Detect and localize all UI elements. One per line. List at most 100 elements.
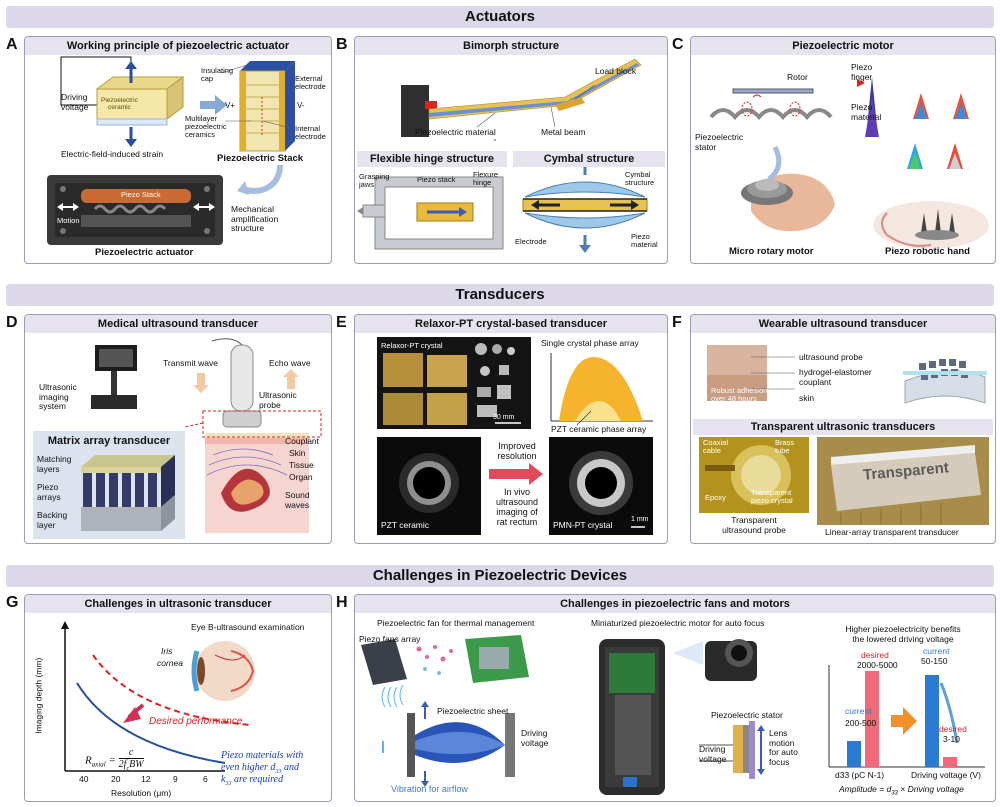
bar-d33-current: [847, 741, 861, 767]
sheet-label: Piezoelectric sheet: [437, 706, 509, 716]
voltage-desired-value: 3-10: [943, 734, 961, 744]
panel-letter: F: [672, 314, 682, 331]
linear-array-label: Linear-array transparent transducer: [825, 527, 959, 537]
panel-letter: D: [6, 314, 18, 331]
rotor-label: Rotor: [787, 72, 808, 82]
note-line-3: k33 are required: [221, 775, 283, 790]
brass-label: Brass tube: [775, 438, 795, 455]
panel-letter: B: [336, 36, 348, 53]
current-label: current: [845, 706, 872, 716]
y-axis-label: Imaging depth (mm): [33, 657, 44, 734]
benefit-label: Higher piezoelectricity benefits the low…: [845, 624, 961, 644]
transparent-crystal-label: Transparent piezo crystal: [751, 488, 793, 505]
bar-d33-desired: [865, 671, 879, 767]
formula-num: c: [118, 747, 144, 759]
panel-title: Challenges in ultrasonic transducer: [25, 595, 331, 613]
piezo-stack-label: Piezo stack: [417, 175, 456, 184]
desired-label-2: desired: [939, 724, 967, 734]
stack-label: Piezoelectric Stack: [217, 153, 304, 164]
d33-current-value: 200-500: [845, 718, 877, 728]
formula: Raxial = c 2fcBW: [85, 747, 144, 775]
cornea-label: cornea: [157, 658, 183, 668]
formula-den: 2f: [118, 759, 127, 770]
section-band-transducers: Transducers: [6, 284, 994, 306]
note-sub: 33: [275, 769, 282, 775]
couplant-label: Couplant: [285, 436, 320, 446]
pzt-label: PZT ceramic: [381, 520, 430, 530]
hinge-subtitle: Flexible hinge structure: [357, 151, 507, 167]
organ-label: Organ: [289, 472, 313, 482]
panel-letter: H: [336, 594, 348, 611]
single-crystal-label: Single crystal phase array: [541, 338, 639, 348]
piezo-ceramic-label: Piezoelectric ceramic: [101, 97, 138, 111]
x-tick: 20: [111, 774, 121, 784]
desired-label: desired: [861, 650, 889, 660]
voltage-axis-label: Driving voltage (V): [911, 770, 981, 780]
panel-f-graphic: [699, 345, 989, 525]
panel-letter: G: [6, 594, 19, 611]
section-title: Actuators: [464, 8, 535, 25]
note-text: k: [221, 774, 226, 785]
grasping-jaws-label: Grasping jaws: [359, 172, 390, 189]
matching-layers-label: Matching layers: [37, 454, 72, 474]
panel-b: Bimorph structure Load bloc: [354, 36, 668, 264]
adhesion-label: Robust adhesion over 48 hours: [711, 386, 768, 403]
efis-label: Electric-field-induced strain: [61, 149, 164, 159]
cymbal-structure-label: Cymbal structure: [625, 170, 655, 187]
x-axis-label: Resolution (μm): [111, 788, 172, 798]
formula-sub: axial: [91, 760, 106, 769]
invivo-label: In vivo ultrasound imaging of rat rectum: [495, 487, 539, 527]
improved-label: Improved resolution: [497, 441, 537, 461]
panel-c: Piezoelectric motor Rotor Piezoelectric …: [690, 36, 996, 264]
bar-voltage-desired: [943, 757, 957, 767]
panel-letter: E: [336, 314, 347, 331]
motor-title: Miniaturized piezoelectric motor for aut…: [591, 618, 765, 628]
x-tick: 40: [79, 774, 89, 784]
x-tick: 6: [203, 774, 208, 784]
panel-e-graphic: [377, 337, 653, 535]
amp-text: Amplitude = d: [839, 784, 892, 794]
coaxial-label: Coaxial cable: [703, 438, 729, 455]
panel-title: Relaxor-PT crystal-based transducer: [355, 315, 667, 333]
note-line-2: even higher d33 and: [221, 763, 299, 778]
flexure-hinge-label: Flexure hinge: [473, 170, 499, 187]
skin-label: skin: [799, 393, 815, 403]
panel-title: Wearable ultrasound transducer: [691, 315, 995, 333]
motion-label: Motion: [57, 216, 80, 225]
driving-voltage-label-2: Driving voltage: [699, 744, 727, 764]
multilayer-label: Multilayer piezoelectric ceramics: [185, 114, 227, 139]
panel-f: Wearable ultrasound transducer ultrasoun…: [690, 314, 996, 544]
hydrogel-label: hydrogel-elastomer couplant: [799, 367, 872, 387]
piezo-finger-label: Piezo finger: [851, 62, 873, 82]
imaging-system-label: Ultrasonic imaging system: [39, 382, 77, 411]
driving-voltage-label: Driving voltage: [61, 92, 89, 112]
d33-desired-value: 2000-5000: [857, 660, 898, 670]
piezo-stack-label: Piezo Stack: [121, 190, 161, 199]
section-title: Challenges in Piezoelectric Devices: [372, 567, 628, 584]
piezo-material-label-2: Piezo material: [631, 232, 658, 249]
panel-title: Challenges in piezoelectric fans and mot…: [355, 595, 995, 613]
robotic-hand-label: Piezo robotic hand: [885, 246, 970, 257]
external-electrode-label: External electrode: [295, 74, 326, 91]
echo-wave-label: Echo wave: [269, 358, 311, 368]
panel-letter: C: [672, 36, 684, 53]
desired-label: Desired performance: [149, 716, 243, 727]
bar-voltage-current: [925, 675, 939, 767]
amplitude-formula: Amplitude = d33 × Driving voltage: [839, 784, 964, 799]
electrode-label: Electrode: [515, 237, 547, 246]
driving-voltage-label: Driving voltage: [521, 728, 549, 748]
iris-label: Iris: [161, 646, 173, 656]
panel-title: Medical ultrasound transducer: [25, 315, 331, 333]
amp-text: × Driving voltage: [897, 784, 964, 794]
skin-label: Skin: [289, 448, 306, 458]
note-text: and: [281, 762, 299, 773]
vplus-label: V+: [225, 101, 236, 110]
vibration-label: Vibration for airflow: [391, 784, 468, 794]
metal-beam-label: Metal beam: [541, 127, 586, 137]
panel-title: Bimorph structure: [355, 37, 667, 55]
formula-den-sub: c: [126, 766, 130, 772]
panel-e: Relaxor-PT crystal-based transducer Rela…: [354, 314, 668, 544]
piezo-material-label: Piezoelectric material: [415, 127, 496, 137]
panel-g: Challenges in ultrasonic transducer Eye …: [24, 594, 332, 802]
cymbal-subtitle: Cymbal structure: [513, 151, 665, 167]
